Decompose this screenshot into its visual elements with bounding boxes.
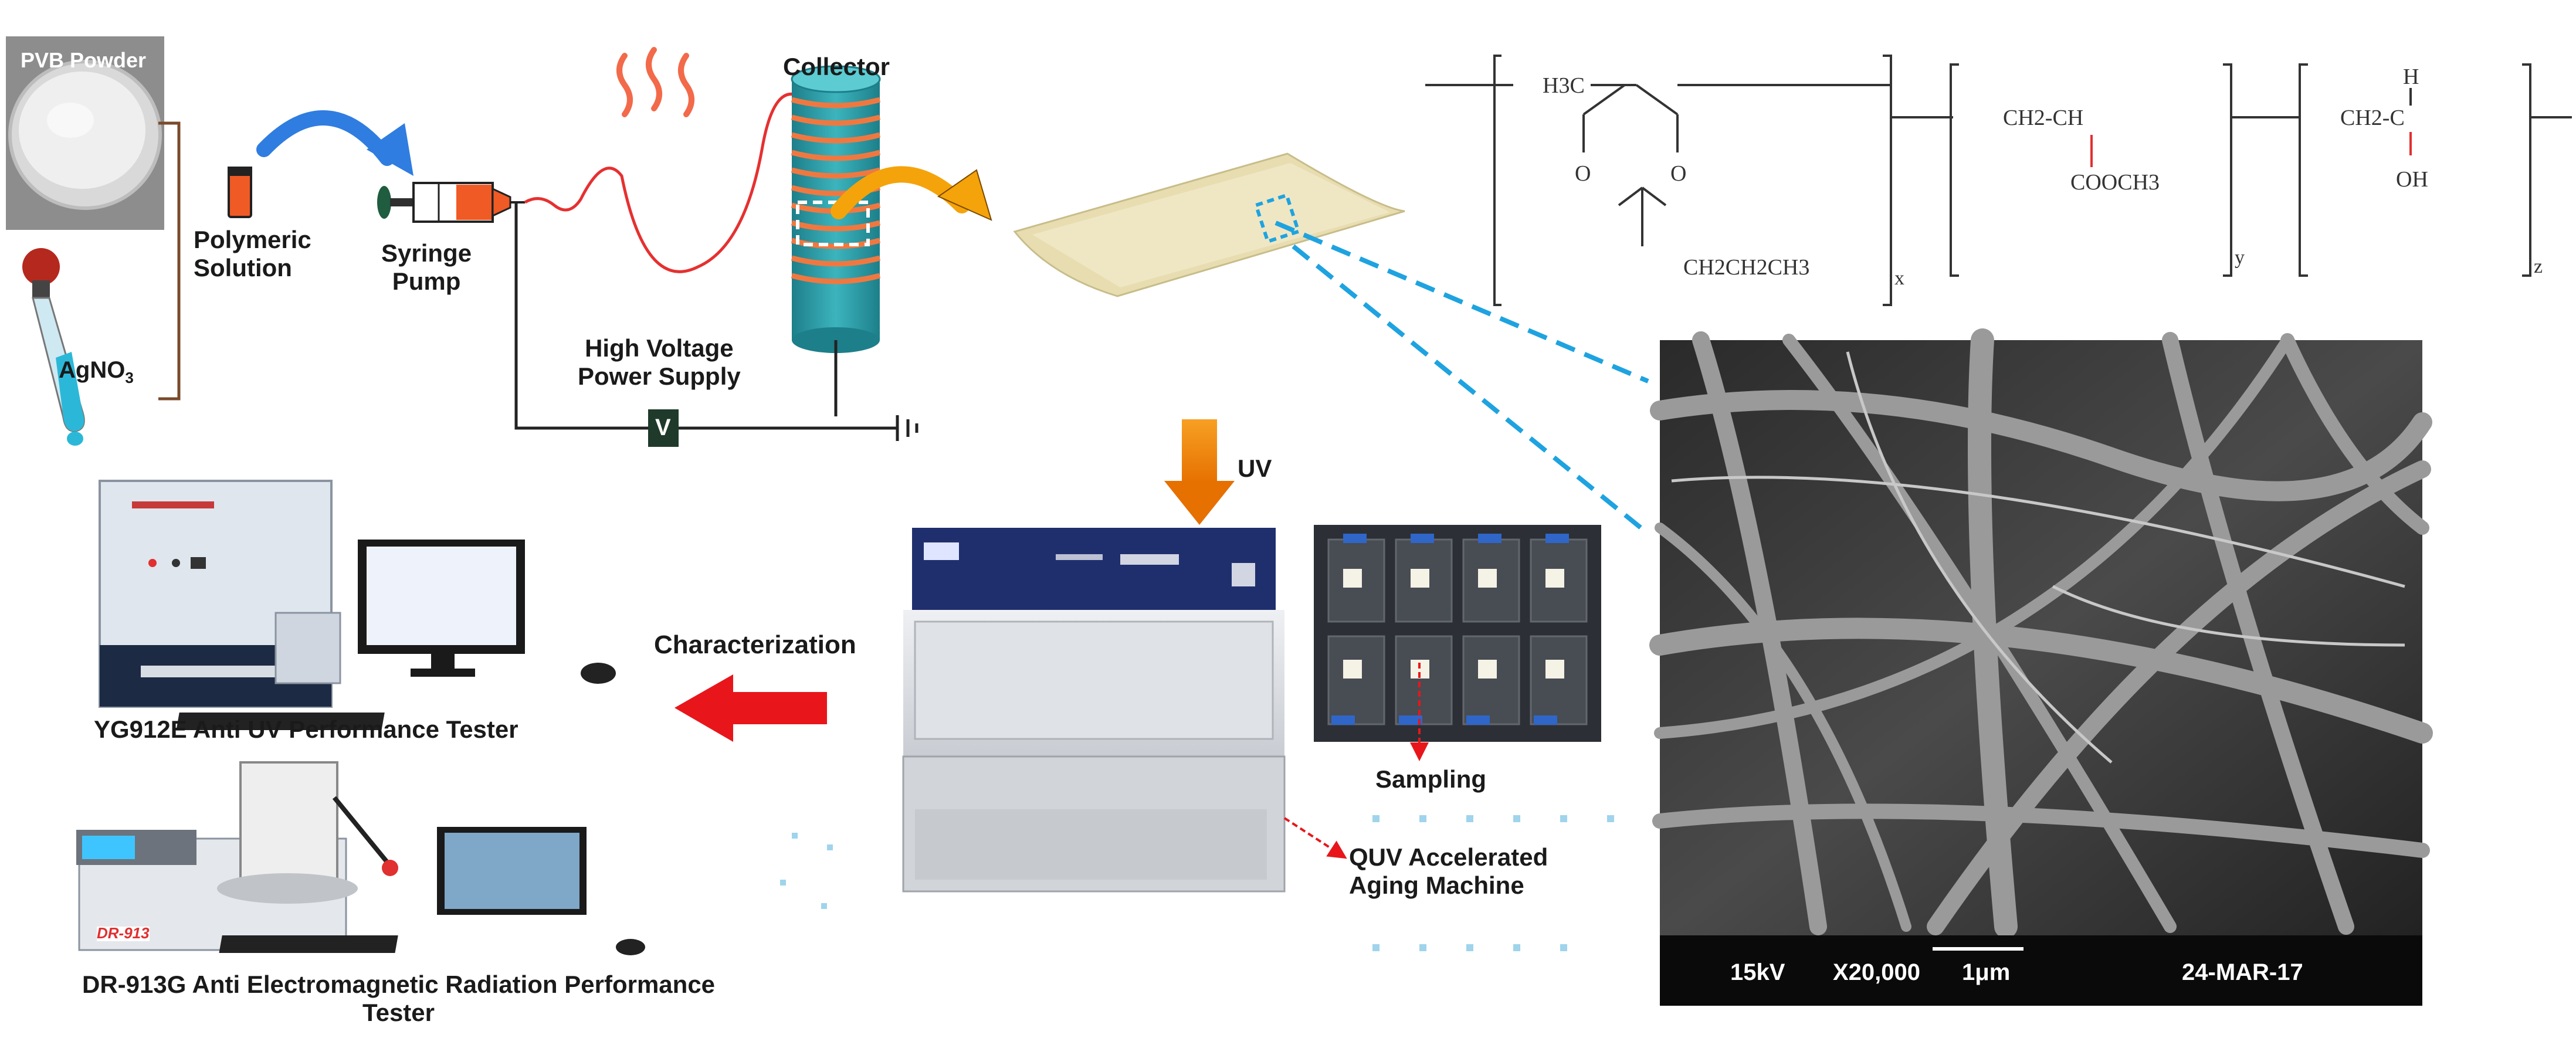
agno3-label: AgNO3 bbox=[59, 357, 134, 387]
chem-cooch3: COOCH3 bbox=[2070, 170, 2160, 195]
chem-subscript-z: z bbox=[2534, 256, 2543, 277]
heat-waves-icon bbox=[616, 47, 694, 117]
chem-ch2-c: CH2-C bbox=[2340, 106, 2405, 130]
chem-o-left: O bbox=[1575, 161, 1591, 186]
collector-label: Collector bbox=[783, 53, 890, 80]
quv-pointer bbox=[1283, 817, 1347, 859]
zoom-lines bbox=[1275, 221, 1650, 536]
blue-curved-arrow bbox=[256, 110, 395, 166]
voltmeter-symbol: V bbox=[655, 415, 671, 440]
sem-voltage: 15kV bbox=[1730, 959, 1785, 985]
yg912e-tester-photo bbox=[99, 480, 616, 730]
sem-magnification: X20,000 bbox=[1833, 959, 1921, 985]
pvb-powder-label: PVB Powder bbox=[21, 48, 147, 72]
electrospinning-jet bbox=[524, 93, 802, 273]
quv-machine-photo bbox=[880, 525, 1308, 918]
chem-h: H bbox=[2403, 65, 2419, 89]
sem-scale: 1μm bbox=[1962, 959, 2011, 985]
nanofiber-mat bbox=[1013, 152, 1405, 297]
chem-h3c: H3C bbox=[1543, 73, 1585, 98]
syringe-pump-icon bbox=[377, 182, 525, 223]
chem-ch2-ch: CH2-CH bbox=[2003, 106, 2084, 130]
uv-down-arrow bbox=[1164, 419, 1235, 525]
dr913-model-label: DR-913 bbox=[97, 924, 150, 942]
polymeric-solution-label: Polymeric Solution bbox=[194, 226, 311, 282]
sem-image bbox=[1649, 328, 2433, 1006]
syringe-pump-label: Syringe Pump bbox=[381, 239, 472, 296]
agno3-text: AgNO bbox=[59, 357, 126, 383]
dr913g-tester-photo bbox=[76, 761, 645, 955]
circuit-wires bbox=[514, 202, 918, 441]
characterization-label: Characterization bbox=[654, 630, 856, 659]
voltmeter-box bbox=[648, 409, 679, 447]
sampling-label: Sampling bbox=[1375, 765, 1487, 793]
dr913g-label: DR-913G Anti Electromagnetic Radiation P… bbox=[82, 971, 716, 1027]
chem-o-right: O bbox=[1670, 161, 1687, 186]
solution-vial-icon bbox=[228, 167, 252, 218]
chem-oh: OH bbox=[2396, 167, 2428, 192]
collector-drum bbox=[791, 65, 881, 416]
sem-date: 24-MAR-17 bbox=[2182, 959, 2303, 985]
sampling-photo bbox=[1314, 525, 1601, 742]
chem-propyl: CH2CH2CH3 bbox=[1683, 255, 1810, 280]
dropper-icon bbox=[22, 248, 85, 446]
power-supply-label: High Voltage Power Supply bbox=[578, 334, 741, 391]
materials-bracket bbox=[158, 121, 181, 401]
decorative-dots bbox=[780, 815, 1614, 951]
agno3-subscript: 3 bbox=[125, 369, 134, 386]
chem-subscript-x: x bbox=[1894, 267, 1904, 289]
yg912e-label: YG912E Anti UV Performance Tester bbox=[94, 715, 518, 743]
chem-subscript-y: y bbox=[2235, 247, 2245, 269]
quv-label: QUV Accelerated Aging Machine bbox=[1349, 843, 1548, 900]
uv-label: UV bbox=[1238, 454, 1272, 482]
characterization-arrow bbox=[674, 674, 827, 742]
pvb-structure bbox=[1425, 55, 2572, 306]
pvb-powder-photo bbox=[6, 36, 164, 230]
